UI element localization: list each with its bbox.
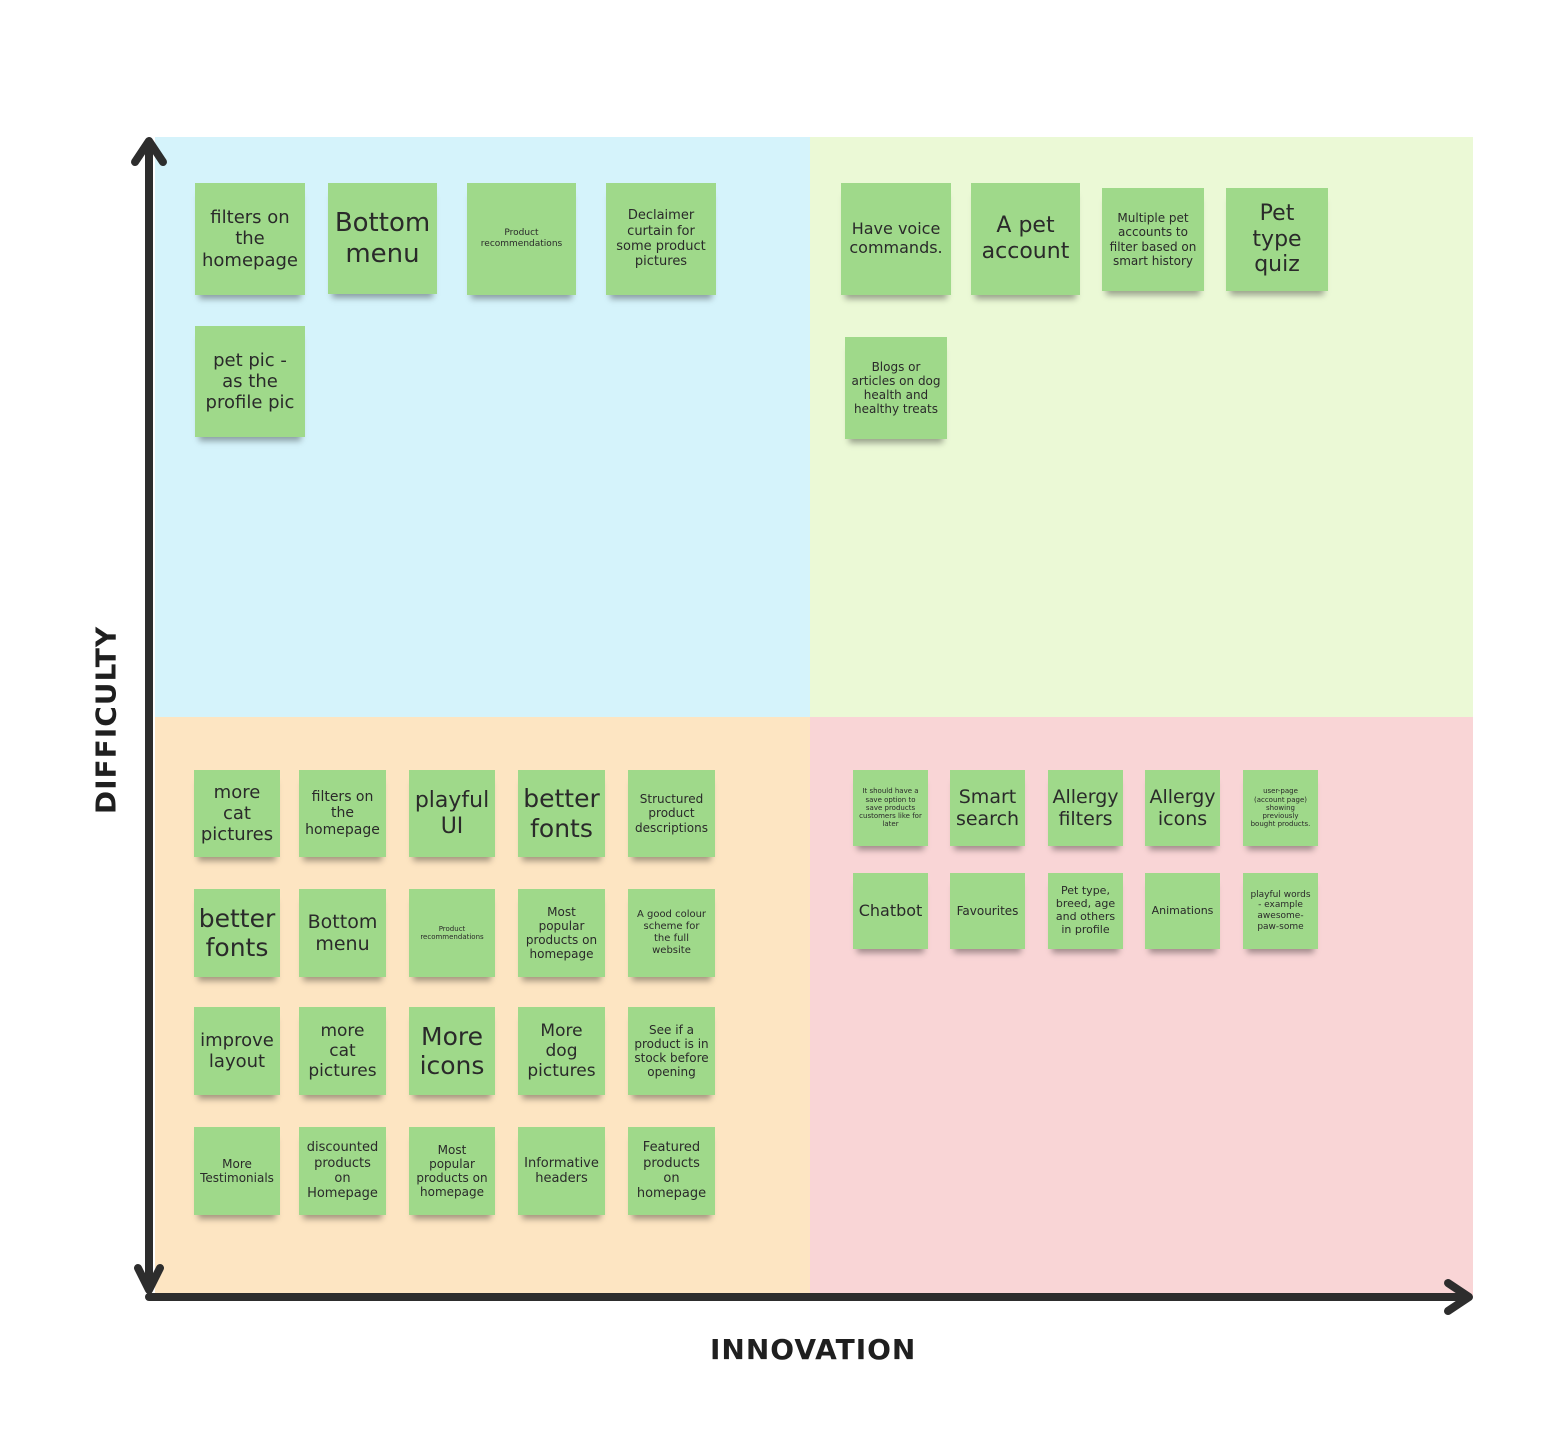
- sticky-note[interactable]: more cat pictures: [194, 770, 280, 857]
- sticky-note[interactable]: discounted products on Homepage: [299, 1127, 386, 1215]
- sticky-note[interactable]: playful UI: [409, 770, 495, 857]
- sticky-note[interactable]: better fonts: [194, 889, 280, 977]
- sticky-note[interactable]: user-page (account page) showing previou…: [1243, 770, 1318, 846]
- sticky-note[interactable]: filters on the homepage: [195, 183, 305, 295]
- sticky-note[interactable]: Bottom menu: [328, 183, 437, 294]
- y-axis-label: DIFFICULTY: [89, 625, 123, 815]
- sticky-note[interactable]: filters on the homepage: [299, 770, 386, 857]
- sticky-note[interactable]: Bottom menu: [299, 889, 386, 977]
- sticky-note[interactable]: More icons: [409, 1007, 495, 1095]
- sticky-note[interactable]: Most popular products on homepage: [518, 889, 605, 977]
- sticky-note[interactable]: Favourites: [950, 873, 1025, 949]
- sticky-note[interactable]: Smart search: [950, 770, 1025, 846]
- x-axis-label: INNOVATION: [710, 1333, 917, 1366]
- sticky-note[interactable]: More Testimonials: [194, 1127, 280, 1215]
- sticky-note[interactable]: See if a product is in stock before open…: [628, 1007, 715, 1095]
- sticky-note[interactable]: Product recommendations: [467, 183, 576, 295]
- sticky-note[interactable]: Allergy filters: [1048, 770, 1123, 846]
- sticky-note[interactable]: It should have a save option to save pro…: [853, 770, 928, 846]
- sticky-note[interactable]: Structured product descriptions: [628, 770, 715, 857]
- sticky-note[interactable]: More dog pictures: [518, 1007, 605, 1095]
- sticky-note[interactable]: playful words - example awesome-paw-some: [1243, 873, 1318, 949]
- sticky-note[interactable]: Chatbot: [853, 873, 928, 949]
- sticky-note[interactable]: Informative headers: [518, 1127, 605, 1215]
- sticky-note[interactable]: Multiple pet accounts to filter based on…: [1102, 188, 1204, 291]
- sticky-note[interactable]: improve layout: [194, 1007, 280, 1095]
- sticky-note[interactable]: A pet account: [971, 183, 1080, 295]
- sticky-note[interactable]: Animations: [1145, 873, 1220, 949]
- sticky-note[interactable]: Pet type, breed, age and others in profi…: [1048, 873, 1123, 949]
- sticky-note[interactable]: Have voice commands.: [841, 183, 951, 295]
- sticky-note[interactable]: Pet type quiz: [1226, 188, 1328, 291]
- sticky-note[interactable]: better fonts: [518, 770, 605, 857]
- sticky-note[interactable]: Featured products on homepage: [628, 1127, 715, 1215]
- sticky-note[interactable]: Blogs or articles on dog health and heal…: [845, 337, 947, 439]
- sticky-note[interactable]: Product recommendations: [409, 889, 495, 977]
- sticky-note[interactable]: Most popular products on homepage: [409, 1127, 495, 1215]
- sticky-note[interactable]: pet pic - as the profile pic: [195, 326, 305, 437]
- sticky-note[interactable]: A good colour scheme for the full websit…: [628, 889, 715, 977]
- sticky-note[interactable]: Declaimer curtain for some product pictu…: [606, 183, 716, 295]
- sticky-note[interactable]: Allergy icons: [1145, 770, 1220, 846]
- sticky-note[interactable]: more cat pictures: [299, 1007, 386, 1095]
